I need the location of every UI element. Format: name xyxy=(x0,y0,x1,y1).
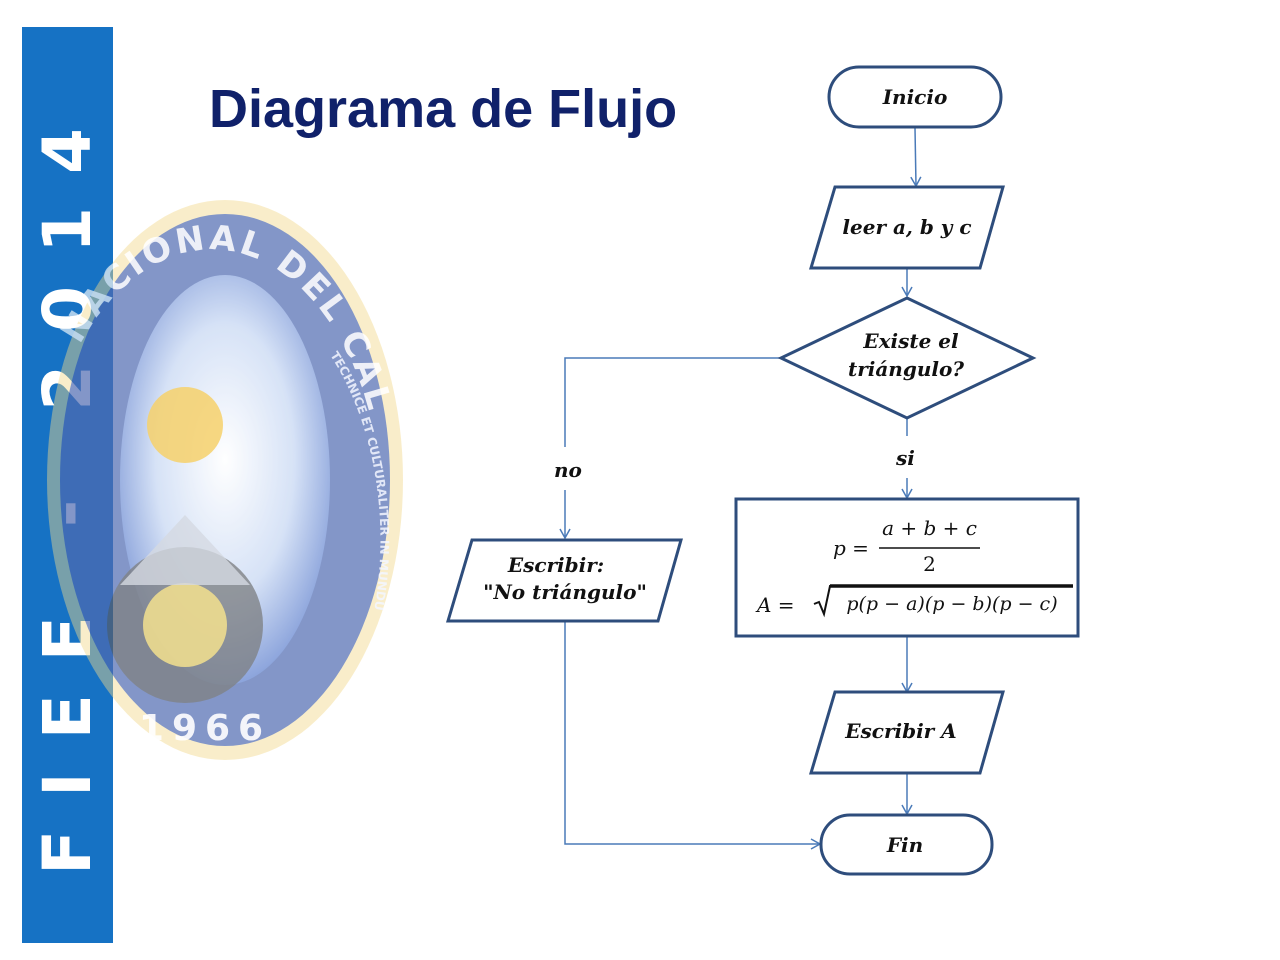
output-no-parallelogram xyxy=(445,538,683,623)
seal-year: 1966 xyxy=(139,708,271,749)
formula-a-lhs: A = xyxy=(757,593,795,617)
end-terminal xyxy=(819,813,994,876)
page-title: Diagrama de Flujo xyxy=(209,79,678,139)
output-no-line2: "No triángulo" xyxy=(483,580,647,604)
output-yes-parallelogram xyxy=(808,690,1005,775)
output-no-line1: Escribir: xyxy=(507,553,605,577)
no-label: no xyxy=(554,458,582,482)
process-box xyxy=(734,497,1080,638)
start-label: Inicio xyxy=(882,85,948,109)
end-label: Fin xyxy=(886,833,924,857)
formula-p-denominator: 2 xyxy=(923,552,936,576)
sun-icon xyxy=(147,387,223,463)
input-parallelogram xyxy=(808,185,1005,270)
input-label: leer a, b y c xyxy=(842,215,972,239)
start-terminal xyxy=(827,65,1003,129)
connector-start-to-input xyxy=(910,127,922,188)
decision-line1: Existe el xyxy=(863,329,959,353)
yes-label: si xyxy=(896,446,915,470)
formula-p-lhs: p = xyxy=(833,536,869,560)
university-seal-watermark: NACIONAL DEL CALLAO TECHNICE ET CULTURAL… xyxy=(0,185,403,760)
decision-diamond xyxy=(777,296,1037,420)
output-yes-label: Escribir A xyxy=(845,719,957,743)
formula-a-radicand: p(p − a)(p − b)(p − c) xyxy=(846,593,1058,615)
connector-decision-no-top xyxy=(564,357,780,447)
formula-p-numerator: a + b + c xyxy=(882,516,977,540)
connector-no-output-to-end xyxy=(564,620,822,850)
decision-line2: triángulo? xyxy=(847,357,965,381)
